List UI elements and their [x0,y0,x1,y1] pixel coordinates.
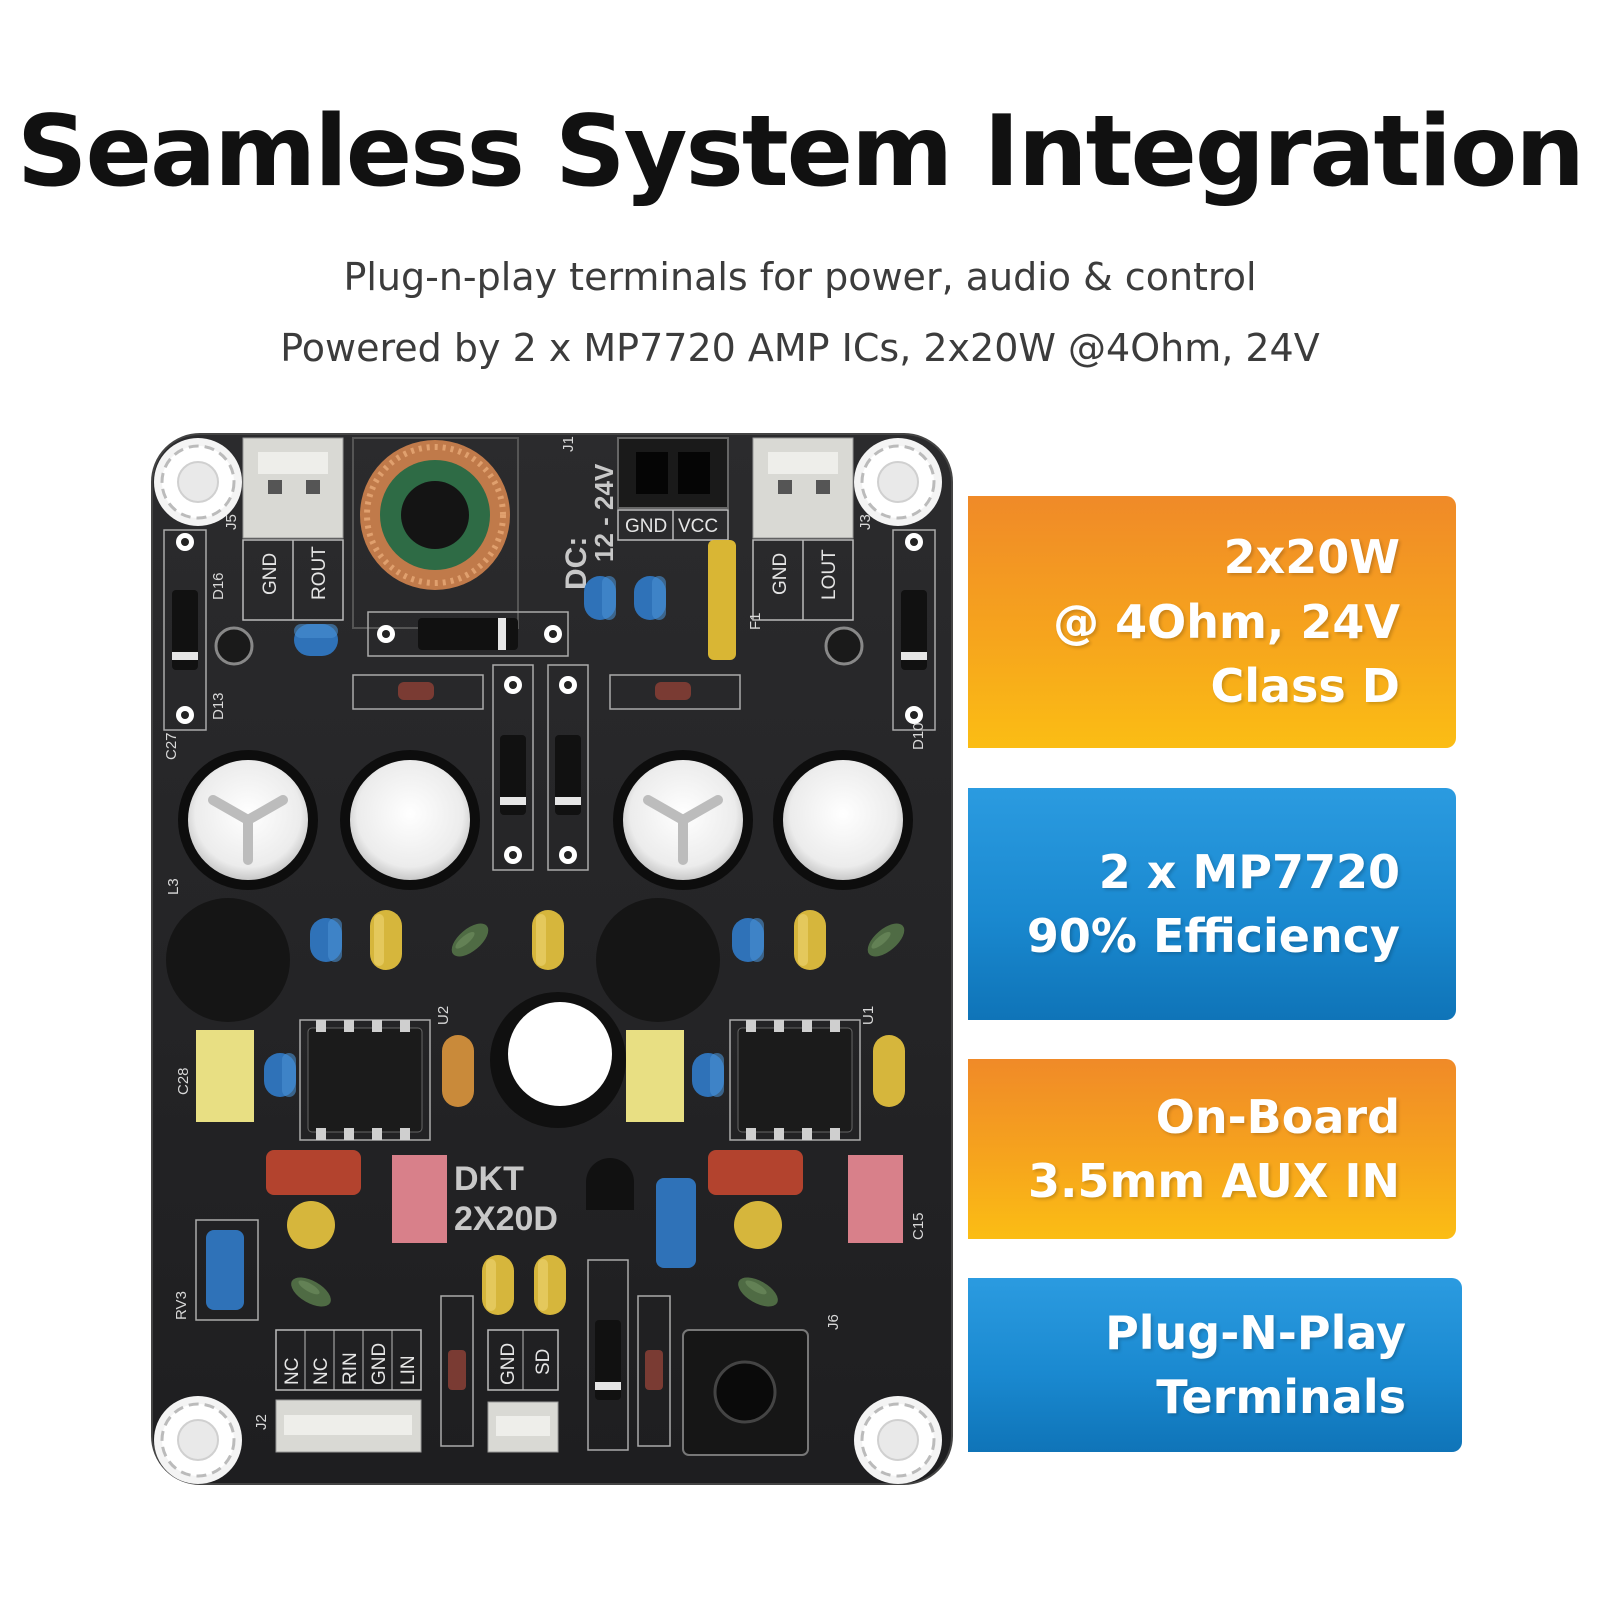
dc-voltage-label: 12 - 24V [589,463,619,562]
j5-gnd-label: GND [260,553,281,595]
feature-aux-line-1: On-Board [1155,1089,1400,1144]
ref-j1: J1 [560,436,577,452]
ref-j2: J2 [253,1414,270,1430]
j2-rin-label: RIN [340,1352,361,1385]
sd-label: SD [533,1349,554,1375]
board-model-line-2: 2X20D [454,1200,558,1238]
ref-j3: J3 [857,514,874,530]
j2-pin2-label: NC [311,1358,332,1385]
ref-d7: D10 [910,722,927,750]
feature-aux-line-2: 3.5mm AUX IN [1028,1154,1400,1208]
feature-panel-aux: On-Board 3.5mm AUX IN [968,1059,1456,1239]
ref-j6: J6 [825,1314,842,1330]
vcc-power-label: VCC [678,516,718,537]
feature-power-line-1: 2x20W [1223,530,1400,585]
pcb-illustration: GND ROUT J5 DC: 12 - 24V J1 GND VCC GND … [151,433,953,1486]
subtitle-amp-ics: Powered by 2 x MP7720 AMP ICs, 2x20W @4O… [280,326,1320,370]
gnd-power-label: GND [625,516,667,537]
feature-terminals-line-2: Terminals [1156,1370,1406,1424]
ref-d16: D16 [210,572,227,600]
j2-lin-label: LIN [398,1355,419,1385]
amplifier-board: GND ROUT J5 DC: 12 - 24V J1 GND VCC GND … [148,430,968,1490]
j3-lout-label: LOUT [819,549,840,600]
ref-u2: U2 [435,1006,452,1025]
feature-efficiency-line-2: 90% Efficiency [1026,909,1400,963]
ref-l3: L3 [165,878,182,895]
ref-d13: D13 [210,692,227,720]
ref-c28: C28 [175,1067,192,1095]
j2-gnd-label: GND [369,1343,390,1385]
j2-pin1-label: NC [282,1358,303,1385]
ref-j5: J5 [223,514,240,530]
sd-gnd-label: GND [498,1343,519,1385]
feature-panel-terminals: Plug-N-Play Terminals [968,1278,1462,1452]
ref-c27: C27 [163,732,180,760]
ref-rv3: RV3 [173,1291,190,1320]
j5-rout-label: ROUT [309,546,330,600]
feature-panel-efficiency: 2 x MP7720 90% Efficiency [968,788,1456,1020]
feature-efficiency-line-1: 2 x MP7720 [1098,844,1400,899]
ref-u1: U1 [860,1006,877,1025]
subtitle-terminals: Plug-n-play terminals for power, audio &… [343,255,1257,299]
feature-terminals-line-1: Plug-N-Play [1105,1305,1406,1360]
board-model-line-1: DKT [454,1160,524,1198]
j3-gnd-label: GND [770,553,791,595]
ref-c15: C15 [910,1212,927,1240]
dc-label: DC: [560,537,593,590]
feature-power-line-3: Class D [1210,659,1400,714]
feature-panel-power: 2x20W @ 4Ohm, 24V Class D [968,496,1456,748]
headline: Seamless System Integration [16,95,1585,209]
ref-f1: F1 [747,612,764,630]
feature-power-line-2: @ 4Ohm, 24V [1053,594,1400,649]
